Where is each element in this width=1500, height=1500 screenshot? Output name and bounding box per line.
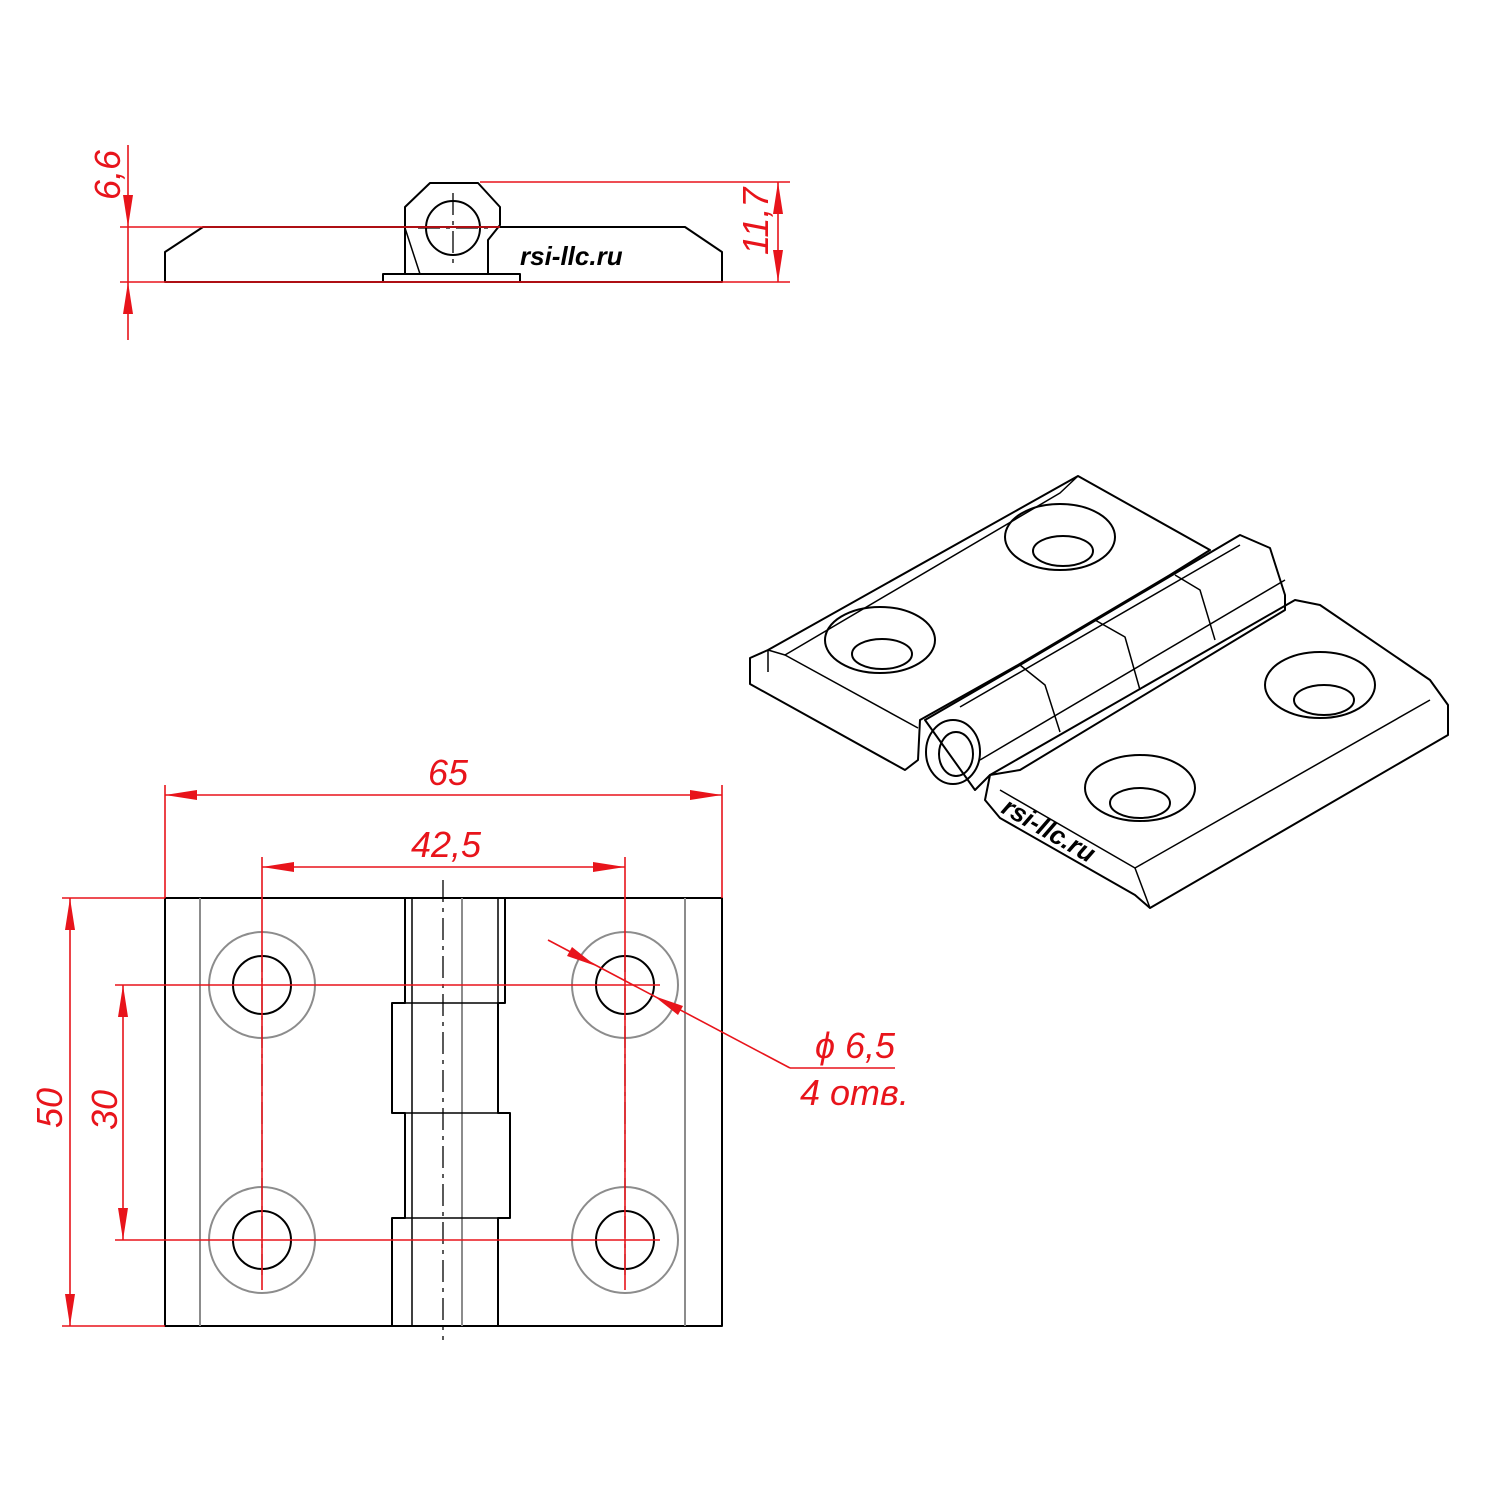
iso-hole-right-inner	[1293, 684, 1355, 716]
dim-hole-spacing-x: 42,5	[411, 824, 482, 865]
plan-knuckle-outline	[391, 898, 511, 1326]
iso-hole-top-inner	[1032, 535, 1094, 567]
plan-view	[164, 880, 723, 1340]
arrow-65-right	[690, 790, 722, 800]
iso-knuckle-facet-line-2	[979, 579, 1286, 761]
side-view-knuckle	[404, 182, 501, 274]
arrow-11-7-bottom	[773, 250, 783, 282]
hole-leader-arrow-1	[567, 947, 596, 966]
iso-hole-left-inner	[851, 638, 913, 670]
arrow-11-7-top	[773, 182, 783, 214]
arrow-30-bottom	[118, 1208, 128, 1240]
dim-axis-to-base: 6,6	[87, 149, 128, 200]
side-view-knuckle-edge	[404, 227, 421, 275]
iso-left-leaf-bevel-back	[767, 475, 1079, 656]
iso-knuckle-facet-line	[959, 544, 1241, 708]
hole-diameter-label: ϕ 6,5	[815, 1025, 896, 1066]
iso-right-leaf-corner-2	[1429, 679, 1449, 706]
hole-leader-arrow-2	[654, 996, 683, 1015]
iso-watermark: rsi-llc.ru	[997, 791, 1101, 868]
isometric-view: rsi-llc.ru	[749, 475, 1449, 909]
dim-overall-width: 65	[428, 752, 469, 793]
iso-right-leaf-outline	[984, 599, 1449, 909]
arrow-50-bottom	[65, 1294, 75, 1326]
side-view-base-plate	[382, 273, 521, 282]
iso-knuckle-end-inner	[938, 731, 974, 777]
iso-hole-left-outer	[824, 606, 936, 674]
hole-count-label: 4 отв.	[800, 1072, 909, 1113]
iso-hole-front-inner	[1109, 787, 1171, 819]
plan-view-dimensions: 65 42,5 50 30 ϕ 6,5 4 отв.	[29, 752, 909, 1327]
arrow-6-6-top	[123, 195, 133, 227]
iso-hole-front-outer	[1084, 754, 1196, 822]
arrow-6-6-bottom	[123, 282, 133, 314]
dim-hole-spacing-y: 30	[84, 1090, 125, 1130]
iso-left-leaf-bevel-front	[784, 654, 919, 729]
iso-hole-top-outer	[1004, 503, 1116, 571]
arrow-42-5-right	[593, 862, 625, 872]
iso-knuckle-seg-2	[1094, 619, 1141, 691]
iso-hole-right-outer	[1264, 651, 1376, 719]
iso-right-leaf-corner	[1134, 867, 1151, 909]
side-view-watermark: rsi-llc.ru	[520, 241, 623, 271]
arrow-42-5-left	[262, 862, 294, 872]
iso-left-leaf-outline	[749, 475, 1211, 771]
side-view: rsi-llc.ru	[164, 182, 723, 283]
dim-total-height: 11,7	[735, 186, 776, 255]
iso-knuckle-seg-3	[1174, 574, 1216, 641]
iso-knuckle-end-outer	[925, 719, 981, 785]
iso-knuckle-seg-1	[1019, 664, 1061, 733]
dim-overall-height: 50	[29, 1088, 70, 1128]
iso-knuckle-outline	[924, 534, 1286, 791]
arrow-50-top	[65, 898, 75, 930]
arrow-65-left	[165, 790, 197, 800]
side-view-dimensions: 6,6 11,7	[87, 145, 790, 340]
arrow-30-top	[118, 985, 128, 1017]
